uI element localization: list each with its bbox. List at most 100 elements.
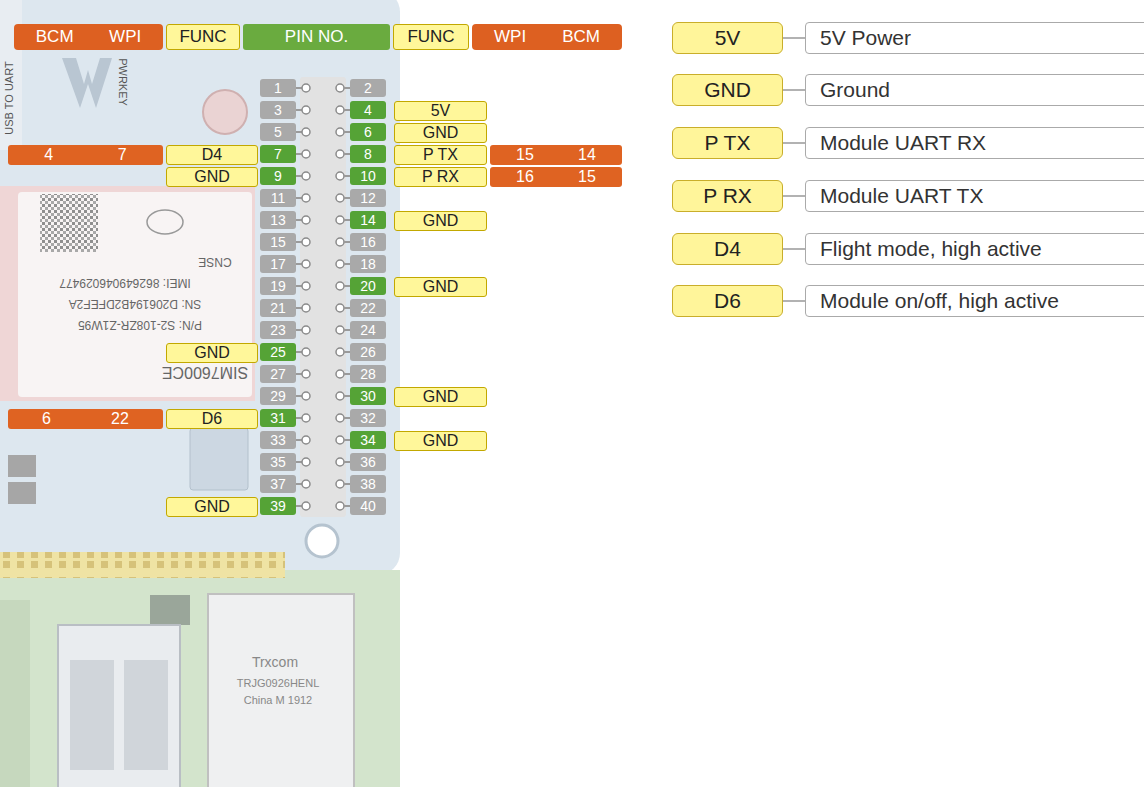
pin-text: GND	[423, 124, 459, 142]
pin-text: GND	[423, 278, 459, 296]
legend-description: Ground	[805, 74, 1144, 106]
pin-text: BCM	[36, 27, 74, 47]
module-label-text: P/N: S2-108ZR-Z1W95	[78, 319, 202, 331]
silkscreen-text: PWRKEY	[117, 58, 128, 106]
pin-text: D6	[714, 289, 741, 313]
pin-number: 7	[260, 145, 296, 163]
pin-text: 11	[271, 190, 286, 206]
pin-text: D6	[202, 410, 222, 428]
pin-text: 30	[360, 388, 376, 404]
connector-label-text: China M 1912	[244, 695, 313, 706]
header-tag: FUNC	[393, 24, 469, 50]
pin-number: 2	[350, 79, 386, 97]
pin-text: Module UART TX	[820, 184, 983, 208]
legend-tag: D6	[672, 285, 783, 317]
function-tag: GND	[394, 211, 487, 231]
pin-text: FUNC	[407, 27, 454, 47]
pin-text: 17	[270, 256, 286, 272]
pin-text: P RX	[422, 168, 459, 186]
pin-text: 6	[42, 410, 51, 428]
pin-text: 29	[270, 388, 286, 404]
pin-text: 27	[270, 366, 286, 382]
legend-leader	[783, 142, 805, 144]
pin-text: 36	[360, 454, 376, 470]
pin-text: 37	[270, 476, 286, 492]
pin-text: 2	[364, 80, 372, 96]
function-tag: P RX	[394, 167, 487, 187]
pin-text: 39	[270, 498, 286, 514]
function-tag: GND	[394, 277, 487, 297]
pin-number: 16	[350, 233, 386, 251]
legend-tag: P TX	[672, 127, 783, 159]
function-tag: D6	[166, 409, 258, 429]
legend-description: Module UART TX	[805, 180, 1144, 212]
pin-number: 20	[350, 277, 386, 295]
legend-leader	[783, 89, 805, 91]
header-tag: BCMWPI	[14, 24, 163, 50]
pin-text: GND	[194, 168, 230, 186]
pin-text: P TX	[705, 131, 751, 155]
legend-leader	[783, 37, 805, 39]
pin-text: GND	[704, 78, 751, 102]
pin-text: GND	[423, 432, 459, 450]
pin-text: 23	[270, 322, 286, 338]
pin-number: 29	[260, 387, 296, 405]
pin-text: 38	[360, 476, 376, 492]
pin-number: 4	[350, 101, 386, 119]
legend-leader	[783, 300, 805, 302]
gpio-number-tag: 1514	[490, 145, 622, 165]
pin-text: 16	[516, 168, 534, 186]
pin-number: 36	[350, 453, 386, 471]
pin-text: 16	[360, 234, 376, 250]
pin-text: Module on/off, high active	[820, 289, 1059, 313]
gpio-number-tag: 622	[8, 409, 163, 429]
pin-text: 25	[270, 344, 286, 360]
pin-number: 26	[350, 343, 386, 361]
pin-text: GND	[423, 212, 459, 230]
pin-text: 5	[274, 124, 282, 140]
pin-text: 14	[578, 146, 596, 164]
header-tag: WPIBCM	[472, 24, 622, 50]
pin-number: 18	[350, 255, 386, 273]
function-tag: GND	[166, 343, 258, 363]
function-tag: 5V	[394, 101, 487, 121]
pin-text: 34	[360, 432, 376, 448]
pin-number: 25	[260, 343, 296, 361]
pin-number: 38	[350, 475, 386, 493]
legend-tag: D4	[672, 233, 783, 265]
pin-text: GND	[194, 344, 230, 362]
gpio-number-tag: 47	[8, 145, 163, 165]
pin-text: 20	[360, 278, 376, 294]
pin-text: 22	[360, 300, 376, 316]
pin-text: 5V Power	[820, 26, 911, 50]
function-tag: P TX	[394, 145, 487, 165]
pin-text: 40	[360, 498, 376, 514]
pin-number: 12	[350, 189, 386, 207]
pin-text: Flight mode, high active	[820, 237, 1042, 261]
pin-text: FUNC	[179, 27, 226, 47]
pin-number: 9	[260, 167, 296, 185]
pin-text: Ground	[820, 78, 890, 102]
pin-text: 19	[270, 278, 286, 294]
pin-text: GND	[423, 388, 459, 406]
pin-number: 5	[260, 123, 296, 141]
pin-text: PIN NO.	[285, 27, 348, 47]
pin-number: 24	[350, 321, 386, 339]
pin-number: 15	[260, 233, 296, 251]
pin-text: 3	[274, 102, 282, 118]
pin-number: 32	[350, 409, 386, 427]
pin-text: 18	[360, 256, 376, 272]
function-tag: GND	[394, 431, 487, 451]
pin-text: WPI	[494, 27, 526, 47]
pin-text: 4	[364, 102, 372, 118]
pin-text: 31	[270, 410, 286, 426]
pin-text: 13	[270, 212, 286, 228]
module-label-text: IMEI: 862649046029477	[59, 277, 190, 289]
pin-number: 10	[350, 167, 386, 185]
header-tag: FUNC	[166, 24, 240, 50]
